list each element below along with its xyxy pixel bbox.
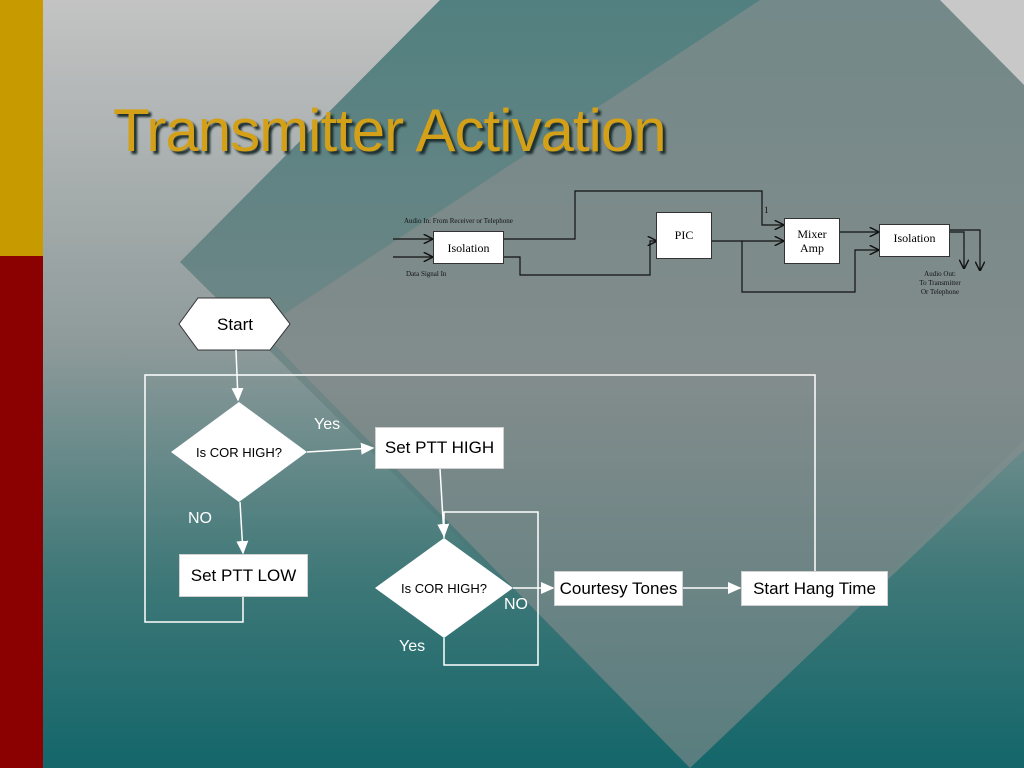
- set-ptt-high-box: Set PTT HIGH: [375, 427, 504, 469]
- decision-2-diamond: [375, 538, 513, 638]
- audio-out-line3: Or Telephone: [920, 288, 960, 296]
- courtesy-tones-box: Courtesy Tones: [554, 571, 683, 606]
- no-label-1: NO: [188, 510, 212, 527]
- isolation-out-box: Isolation: [879, 224, 950, 257]
- decision-1-label: Is COR HIGH?: [196, 445, 282, 460]
- start-hang-time-box: Start Hang Time: [741, 571, 888, 606]
- audio-out-label: Audio Out: To Transmitter Or Telephone: [905, 270, 975, 297]
- data-signal-label: Data Signal In: [406, 270, 447, 278]
- yes-label-1: Yes: [314, 416, 341, 433]
- page-title: Transmitter Activation: [113, 97, 667, 164]
- mixer-amp-box: Mixer Amp: [784, 218, 840, 264]
- audio-out-line2: To Transmitter: [919, 279, 961, 287]
- audio-in-label: Audio In: From Receiver or Telephone: [404, 217, 513, 225]
- no-label-2: NO: [504, 596, 528, 613]
- audio-out-line1: Audio Out:: [924, 270, 956, 278]
- decision-1-diamond: [171, 402, 307, 502]
- left-bar-gold: [0, 0, 43, 256]
- yes-label-2: Yes: [399, 638, 426, 655]
- start-terminal: [178, 297, 291, 351]
- background-corner-light: [940, 0, 1024, 85]
- set-ptt-low-box: Set PTT LOW: [179, 554, 308, 597]
- start-label: Start: [217, 315, 253, 334]
- left-bar-red: [0, 256, 43, 768]
- marker-1: 1: [764, 205, 769, 215]
- mixer-line2: Amp: [800, 241, 824, 255]
- mixer-line1: Mixer: [797, 227, 827, 241]
- pic-box: PIC: [656, 212, 712, 259]
- isolation-in-box: Isolation: [433, 231, 504, 264]
- decision-2-label: Is COR HIGH?: [401, 581, 487, 596]
